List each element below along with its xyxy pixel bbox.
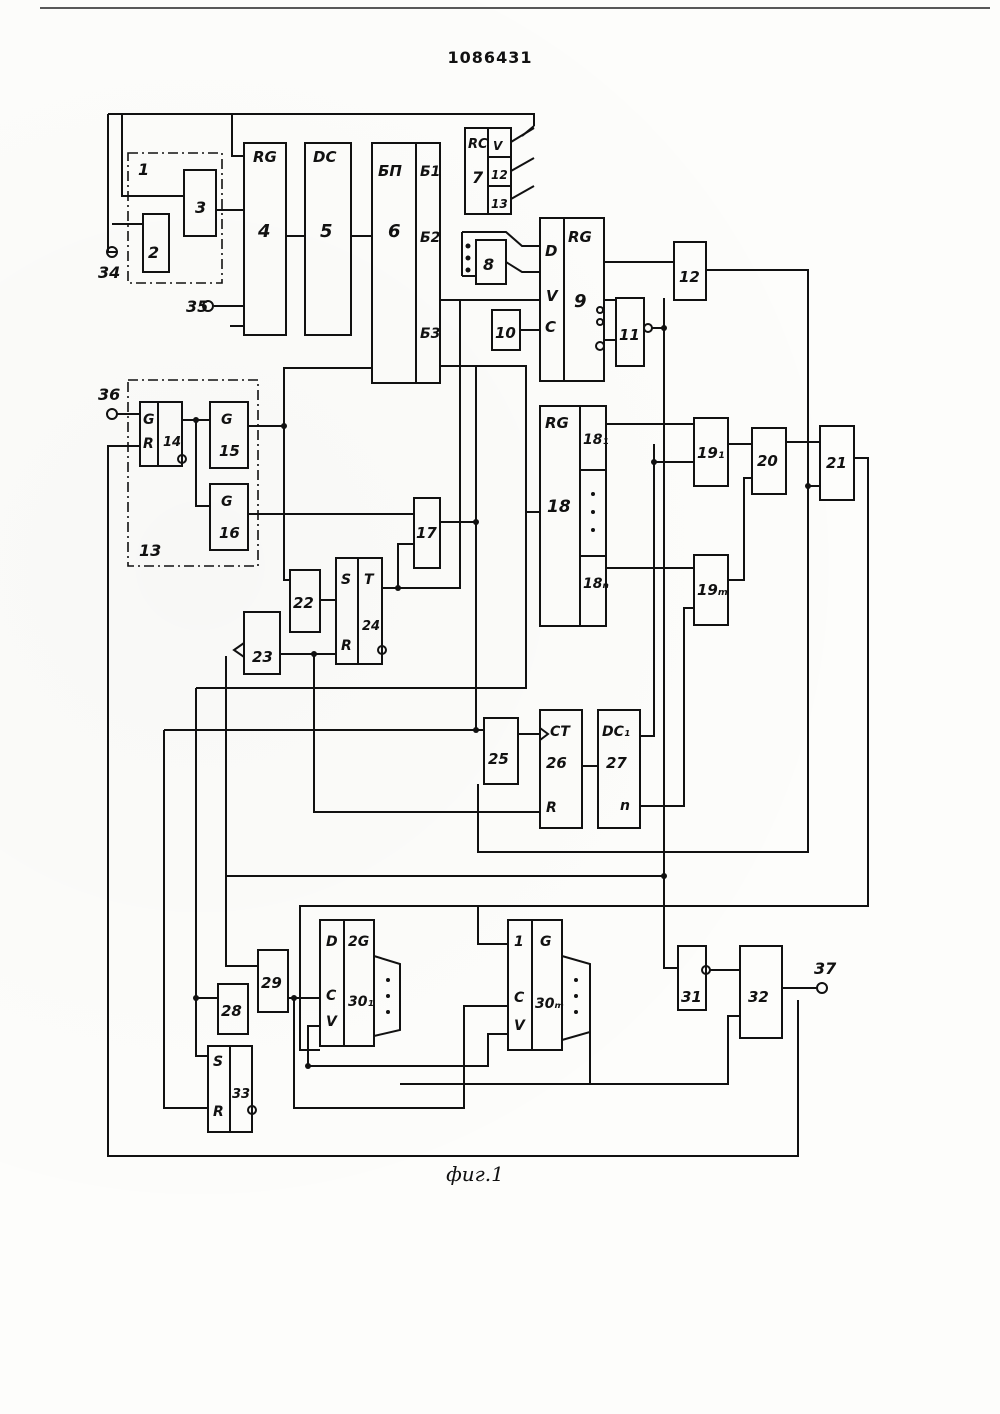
label-32: 32 [748, 988, 769, 1006]
label-33: 33 [232, 1087, 250, 1102]
label-14-r: R [143, 436, 154, 452]
block-18-ellipsis-dot [591, 492, 595, 496]
label-14-g: G [143, 412, 155, 428]
ellipsis-dot [574, 994, 578, 998]
label-8: 8 [483, 255, 494, 274]
terminal-36 [107, 409, 117, 419]
label-7: 7 [472, 168, 484, 187]
label-12: 12 [679, 268, 700, 286]
label-6-out1: Б1 [420, 164, 440, 180]
label-4: 4 [257, 221, 271, 242]
label-30-1-d: D [326, 934, 338, 950]
ellipsis-dot [574, 978, 578, 982]
block-23-clock-triangle [234, 643, 244, 657]
label-21: 21 [826, 454, 847, 472]
label-34: 34 [98, 263, 120, 282]
label-7-out2: 12 [491, 168, 508, 182]
block-18-ellipsis-dot [591, 510, 595, 514]
label-6-out2: Б2 [420, 230, 440, 246]
label-16: 16 [219, 524, 240, 542]
label-18-n: 18ₙ [583, 576, 609, 592]
label-9-v: V [546, 287, 559, 305]
block-26-clock-triangle [540, 728, 548, 740]
label-26-r: R [546, 800, 557, 816]
label-35: 35 [186, 297, 208, 316]
block-18-ellipsis-dot [591, 528, 595, 532]
label-3: 3 [195, 198, 206, 217]
label-30-m-v: V [514, 1018, 526, 1034]
label-36: 36 [98, 385, 120, 404]
label-31: 31 [681, 988, 702, 1006]
label-5-tag: DC [313, 148, 336, 166]
label-18-tag: RG [545, 414, 569, 432]
label-18: 18 [547, 497, 571, 517]
label-6: 6 [388, 221, 401, 242]
label-15: 15 [219, 442, 240, 460]
label-7-out3: 13 [491, 197, 508, 211]
label-27: 27 [606, 754, 627, 772]
label-19-m: 19ₘ [697, 581, 728, 599]
label-33-r: R [213, 1104, 224, 1120]
ellipsis-dot [386, 978, 390, 982]
label-6-out3: Б3 [420, 326, 440, 342]
label-27-n: n [620, 798, 630, 814]
label-24-t: T [364, 572, 375, 588]
label-26-tag: CT [550, 724, 571, 740]
label-9-d: D [545, 242, 557, 260]
label-17: 17 [416, 524, 437, 542]
label-30-m-c: C [514, 990, 525, 1006]
junctions [193, 325, 811, 1069]
block-11-inverter-dot [644, 324, 652, 332]
label-9-c: C [545, 318, 556, 336]
label-29: 29 [261, 974, 282, 992]
label-25: 25 [488, 750, 509, 768]
ellipsis-dot [386, 1010, 390, 1014]
label-4-tag: RG [253, 148, 277, 166]
label-24-r: R [341, 638, 352, 654]
label-30-1: 30₁ [348, 994, 374, 1010]
label-11: 11 [619, 326, 640, 344]
label-30-1-tag: 2G [348, 934, 369, 950]
label-9: 9 [574, 291, 587, 312]
label-9-tag: RG [568, 228, 592, 246]
label-24: 24 [362, 619, 380, 634]
label-7-tag: RC [468, 137, 488, 152]
figure-caption: фиг.1 [440, 1162, 510, 1186]
label-22: 22 [293, 594, 314, 612]
label-30-m-1: 1 [514, 934, 524, 950]
label-30-m: 30ₘ [535, 996, 564, 1012]
label-27-tag: DC₁ [602, 724, 630, 740]
label-14: 14 [163, 435, 181, 450]
label-24-s: S [341, 572, 351, 588]
label-28: 28 [221, 1002, 242, 1020]
label-30-m-tag: G [540, 934, 552, 950]
label-30-1-v: V [326, 1014, 338, 1030]
label-7-out1: V [493, 139, 504, 153]
label-33-s: S [213, 1054, 223, 1070]
ellipsis-dot [574, 1010, 578, 1014]
label-6-tag: БП [378, 162, 402, 180]
label-23: 23 [252, 648, 273, 666]
ellipsis-dot [386, 994, 390, 998]
label-1: 1 [138, 160, 149, 179]
terminal-37 [817, 983, 827, 993]
label-16-g: G [221, 494, 233, 510]
label-15-g: G [221, 412, 233, 428]
label-19-1: 19₁ [697, 444, 724, 462]
label-10: 10 [495, 324, 516, 342]
label-30-1-c: C [326, 988, 337, 1004]
label-2: 2 [148, 243, 159, 262]
label-18-1: 18₁ [583, 432, 609, 448]
label-13: 13 [139, 541, 161, 560]
label-5: 5 [320, 221, 333, 242]
label-26: 26 [546, 754, 567, 772]
label-20: 20 [757, 452, 778, 470]
label-37: 37 [814, 959, 837, 978]
